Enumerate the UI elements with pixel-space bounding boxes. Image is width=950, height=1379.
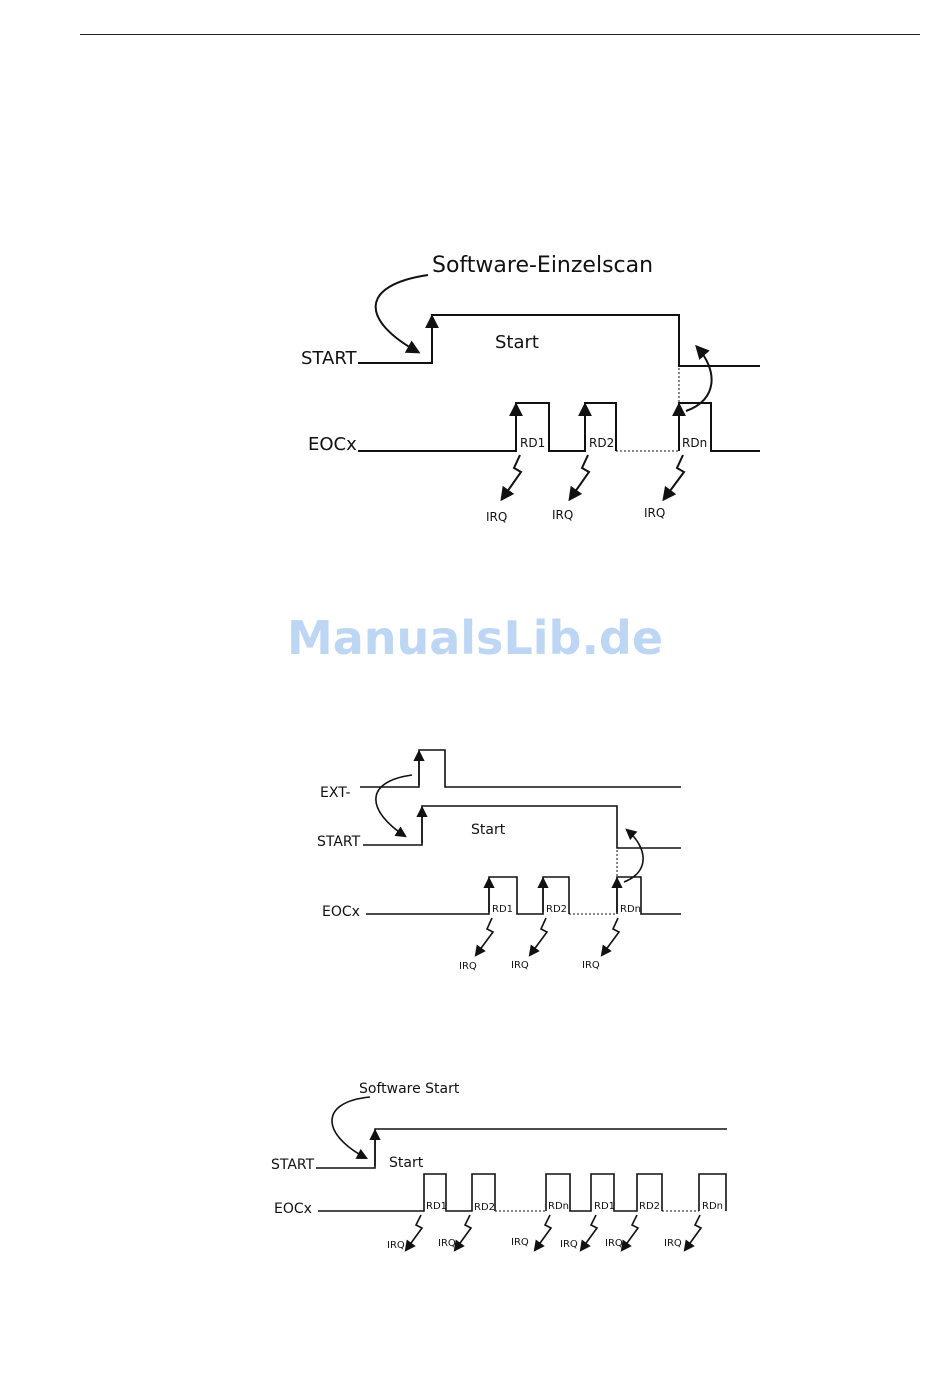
rd-label-2: RD2 [474, 1202, 495, 1213]
irq-label-2: IRQ [552, 508, 573, 522]
watermark: ManualsLib.de [287, 611, 663, 665]
rd-label-n: RDn [548, 1201, 569, 1212]
trigger-arrow [332, 1097, 370, 1158]
irq-bolt-1 [502, 455, 521, 499]
irq-label-n: IRQ [582, 960, 600, 971]
irq-label-1: IRQ [387, 1240, 405, 1251]
signal-label-eocx: EOCx [274, 1201, 312, 1217]
start-pulse-label: Start [471, 822, 506, 838]
rd-label-n: RDn [682, 436, 707, 450]
irq-bolt-1 [476, 918, 493, 955]
irq-label-1: IRQ [459, 961, 477, 972]
irq-bolt-n [602, 918, 619, 955]
rd-label-2: RD2 [589, 436, 614, 450]
signal-label-start: START [317, 834, 361, 850]
diagram-software-continuous: Software Start START Start EOCx RD1 RD2 … [271, 1081, 727, 1251]
signal-label-eocx: EOCx [308, 434, 357, 455]
rd-label-1: RD1 [426, 1201, 447, 1212]
rd-label-1: RD1 [520, 436, 545, 450]
trigger-label: Software-Einzelscan [432, 253, 653, 278]
start-waveform [358, 315, 760, 366]
irq-bolt-n [664, 455, 684, 499]
eocx-waveform-a [358, 403, 616, 451]
irq-bolt-4 [581, 1215, 597, 1250]
diagram-software-single-scan: Software-Einzelscan START Start EOCx RD1… [301, 253, 760, 524]
rd-label-1: RD1 [492, 904, 513, 915]
ext-trigger-arrow [376, 775, 412, 836]
irq-label-n: IRQ [644, 506, 665, 520]
irq-label-4: IRQ [560, 1239, 578, 1250]
irq-label-5: IRQ [605, 1238, 623, 1249]
irq-label-1: IRQ [486, 510, 507, 524]
signal-label-start: START [301, 348, 358, 369]
start-pulse-label: Start [495, 332, 539, 353]
eocx-waveform-a [318, 1174, 495, 1211]
start-waveform [316, 1129, 727, 1168]
irq-label-2: IRQ [511, 960, 529, 971]
trigger-arrow [376, 275, 428, 352]
rd-label-nb: RDn [702, 1201, 723, 1212]
rd-label-n: RDn [620, 904, 641, 915]
ext-waveform [360, 750, 681, 787]
rd-label-2b: RD2 [639, 1201, 660, 1212]
irq-bolt-3 [535, 1215, 551, 1250]
irq-label-6: IRQ [664, 1238, 682, 1249]
end-feedback-arrow [686, 347, 712, 411]
start-waveform [363, 806, 681, 848]
irq-bolt-2 [455, 1215, 471, 1250]
irq-bolt-1 [406, 1215, 422, 1250]
trigger-label: Software Start [359, 1081, 460, 1097]
eocx-waveform-a [366, 877, 569, 914]
signal-label-ext: EXT- [320, 785, 351, 801]
irq-bolt-5 [622, 1215, 638, 1250]
start-pulse-label: Start [389, 1155, 424, 1171]
irq-label-2: IRQ [438, 1238, 456, 1249]
irq-bolt-2 [530, 918, 547, 955]
signal-label-eocx: EOCx [322, 904, 360, 920]
diagram-external-start: EXT- START Start EOCx RD1 RD2 RDn IRQ IR… [317, 750, 681, 972]
end-feedback-arrow [624, 830, 643, 882]
signal-label-start: START [271, 1157, 315, 1173]
irq-bolt-6 [685, 1215, 701, 1250]
irq-label-3: IRQ [511, 1237, 529, 1248]
irq-bolt-2 [570, 455, 589, 499]
rd-label-1b: RD1 [594, 1201, 615, 1212]
rd-label-2: RD2 [546, 904, 567, 915]
